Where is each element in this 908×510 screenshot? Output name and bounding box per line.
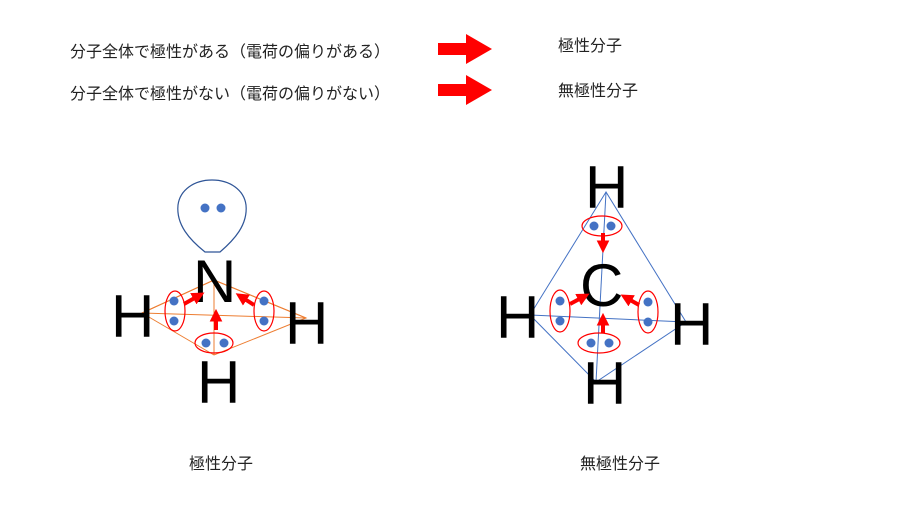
electron-dot: [201, 338, 211, 348]
electron-dot: [555, 316, 565, 326]
outer-atom: H: [285, 290, 328, 357]
center-atom: N: [193, 248, 236, 315]
shift-arrow: [183, 292, 205, 306]
row-1-result: 極性分子: [558, 36, 623, 55]
shift-arrow: [569, 293, 590, 306]
electron-dot: [643, 297, 653, 307]
bond-pair-ring: [164, 290, 186, 332]
electron-dot: [586, 338, 596, 348]
outer-atom: H: [585, 154, 628, 221]
electron-dot: [200, 203, 210, 213]
bond-pair-ring: [253, 290, 275, 332]
row-1-condition: 分子全体で極性がある（電荷の偏りがある）: [70, 42, 391, 61]
electron-dot: [169, 316, 179, 326]
electron-dot: [589, 221, 599, 231]
bond-pair-ring: [577, 332, 621, 354]
right-arrow-icon: [438, 75, 492, 105]
right-arrow-icon: [438, 34, 492, 64]
lone-pair-lobe: [177, 179, 247, 253]
ch4-caption: 無極性分子: [580, 454, 661, 473]
methane-molecule: H C H H H: [496, 154, 713, 417]
outer-atom: H: [496, 284, 539, 351]
bond-pair-ring: [549, 289, 571, 333]
electron-dot: [216, 203, 226, 213]
nh3-caption: 極性分子: [189, 454, 254, 473]
outer-atom: H: [583, 350, 626, 417]
outer-atom: H: [670, 291, 713, 358]
row-2-result: 無極性分子: [558, 81, 639, 100]
electron-dot: [604, 338, 614, 348]
electron-dot: [606, 221, 616, 231]
shift-arrow: [620, 294, 640, 307]
electron-dot: [219, 338, 229, 348]
electron-dot: [555, 296, 565, 306]
electron-dot: [259, 316, 269, 326]
row-2-condition: 分子全体で極性がない（電荷の偏りがない）: [70, 84, 391, 103]
bond-pair-ring: [194, 332, 234, 354]
electron-dot: [259, 296, 269, 306]
outer-atom: H: [197, 349, 240, 416]
shift-arrow: [235, 293, 256, 307]
electron-dot: [169, 296, 179, 306]
electron-dot: [643, 317, 653, 327]
ammonia-molecule: N H H H: [111, 179, 328, 416]
bond-pair-ring: [637, 290, 659, 334]
outer-atom: H: [111, 283, 154, 350]
center-atom: C: [580, 252, 623, 319]
